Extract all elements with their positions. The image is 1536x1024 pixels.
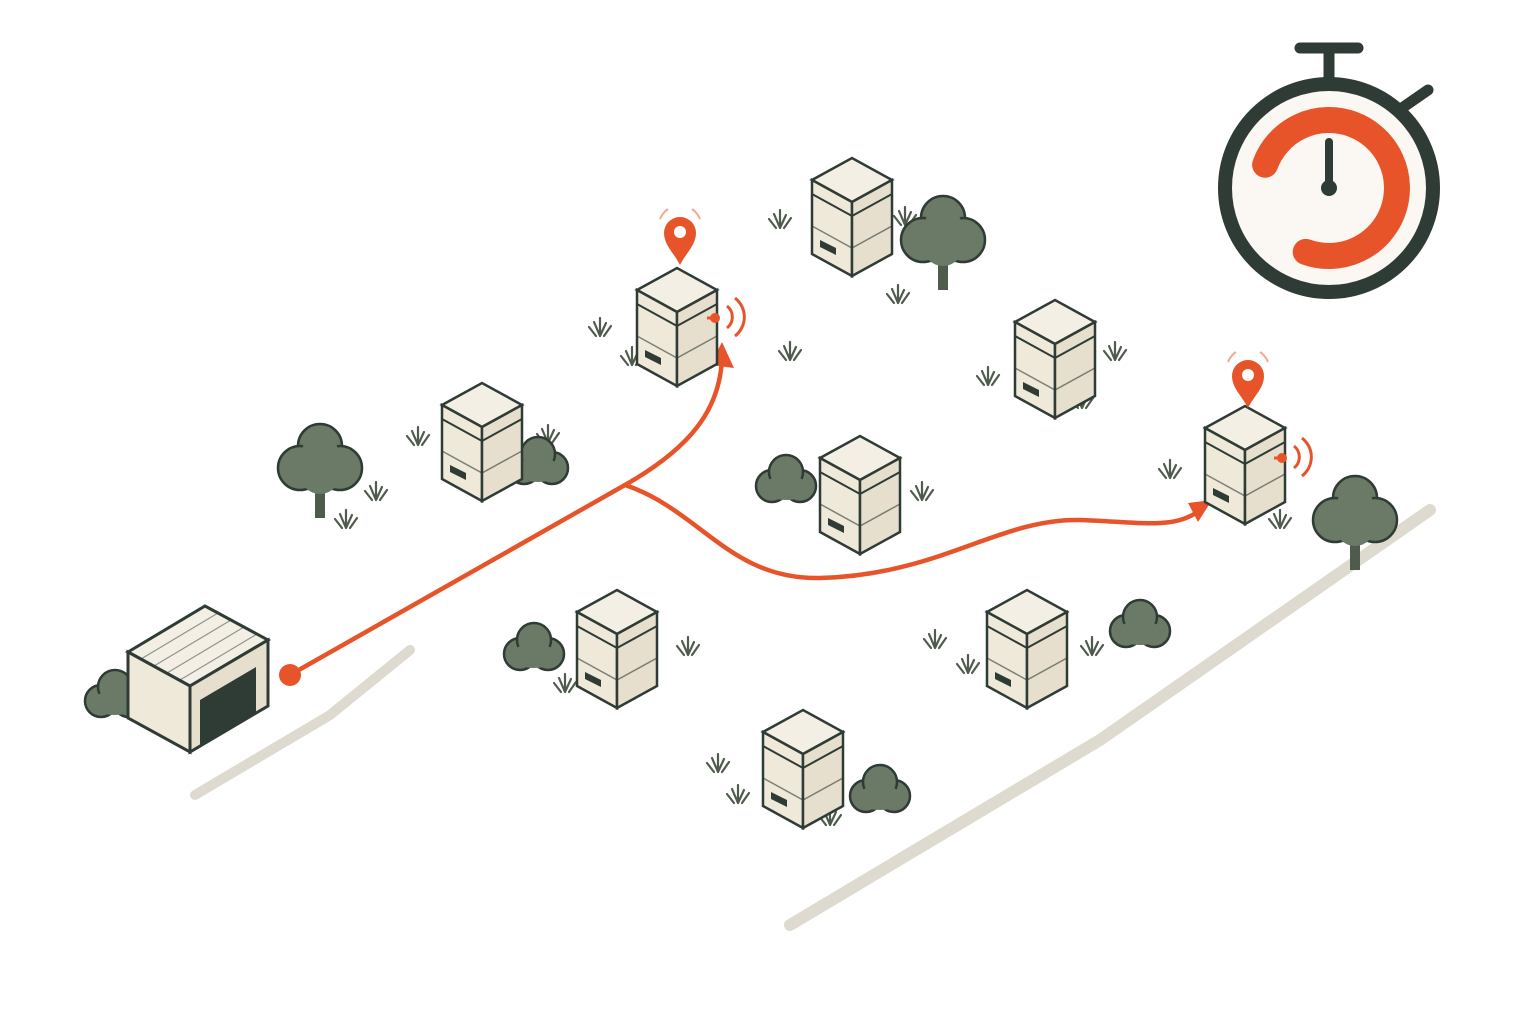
beehive-icon: [440, 381, 524, 503]
location-pin-icon: [659, 208, 701, 266]
beehive-icon: [810, 156, 894, 278]
hive-3: [440, 381, 524, 503]
route-origin-dot: [279, 664, 301, 686]
routes: [279, 342, 1212, 686]
arrowhead-icon: [1188, 500, 1212, 522]
bush-icon: [502, 621, 566, 672]
hive-4: [1013, 298, 1097, 420]
beehive-icon: [761, 708, 845, 830]
beehive-icon: [635, 266, 719, 388]
warehouse-icon: [124, 604, 272, 755]
bush-icon: [1108, 598, 1172, 649]
beehive-icon: [985, 588, 1069, 710]
hive-5: [818, 434, 902, 556]
beehive-icon: [575, 588, 659, 710]
hive-9: [761, 708, 845, 830]
hive-6: [1203, 351, 1313, 526]
route-to-hive-1: [287, 355, 725, 678]
tree-icon: [1311, 474, 1399, 572]
stopwatch-progress-arc: [1252, 107, 1410, 269]
beehive-icon: [1013, 298, 1097, 420]
beehive-icon: [1203, 404, 1287, 526]
location-pin-icon: [1227, 351, 1269, 409]
ground-edge: [190, 504, 1436, 931]
route-to-hive-6: [622, 482, 1203, 581]
tree-icon: [276, 422, 364, 520]
tree-icon: [899, 194, 987, 292]
bush-icon: [848, 763, 912, 814]
stopwatch-icon: [1218, 42, 1440, 299]
beehive-icon: [818, 434, 902, 556]
bush-icon: [754, 453, 818, 504]
hive-8: [985, 588, 1069, 710]
hive-7: [575, 588, 659, 710]
hive-2: [810, 156, 894, 278]
